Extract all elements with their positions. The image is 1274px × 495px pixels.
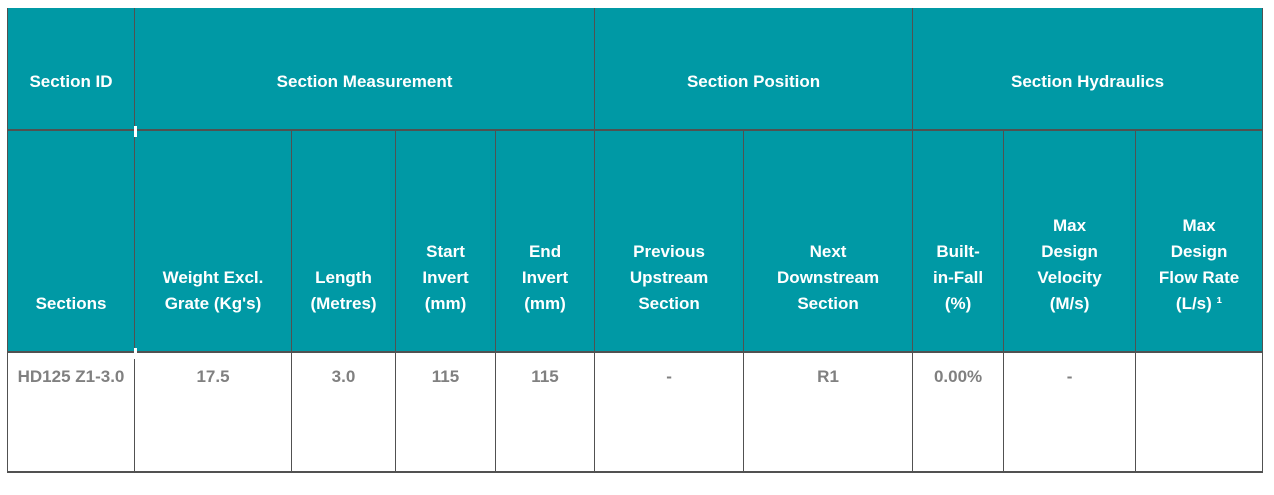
cell-max-design-flow-rate — [1135, 351, 1264, 473]
group-header-section-id: Section ID — [7, 8, 135, 131]
cell-max-design-velocity: - — [1003, 351, 1137, 473]
col-header-next-downstream-section: Next Downstream Section — [743, 129, 914, 353]
group-header-section-hydraulics: Section Hydraulics — [912, 8, 1264, 131]
section-data-table: Section ID Section Measurement Section P… — [7, 8, 1264, 473]
cell-end-invert: 115 — [494, 351, 596, 473]
cell-length: 3.0 — [291, 351, 396, 473]
col-header-start-invert: Start Invert (mm) — [395, 129, 496, 353]
border-gap-artifact-row1 — [134, 126, 137, 137]
col-header-max-design-flow-rate: Max Design Flow Rate (L/s) ¹ — [1135, 129, 1264, 353]
col-header-sections: Sections — [7, 129, 135, 353]
col-header-length: Length (Metres) — [291, 129, 396, 353]
col-header-built-in-fall: Built- in-Fall (%) — [912, 129, 1005, 353]
group-header-section-measurement: Section Measurement — [133, 8, 596, 131]
col-header-max-design-velocity: Max Design Velocity (M/s) — [1003, 129, 1137, 353]
cell-previous-upstream-section: - — [594, 351, 745, 473]
col-header-previous-upstream-section: Previous Upstream Section — [594, 129, 745, 353]
cell-section-id: HD125 Z1-3.0 — [7, 351, 135, 473]
group-header-section-position: Section Position — [594, 8, 914, 131]
group-header-row: Section ID Section Measurement Section P… — [7, 8, 1264, 131]
table-row: HD125 Z1-3.0 17.5 3.0 115 115 - R1 0.00%… — [7, 351, 1264, 473]
cell-next-downstream-section: R1 — [743, 351, 914, 473]
col-header-end-invert: End Invert (mm) — [494, 129, 596, 353]
cell-start-invert: 115 — [395, 351, 496, 473]
col-header-weight-excl-grate: Weight Excl. Grate (Kg's) — [134, 129, 292, 353]
column-header-row: Sections Weight Excl. Grate (Kg's) Lengt… — [7, 129, 1264, 353]
border-gap-artifact-row2 — [134, 348, 137, 359]
cell-weight-excl-grate: 17.5 — [134, 351, 292, 473]
cell-built-in-fall: 0.00% — [912, 351, 1005, 473]
